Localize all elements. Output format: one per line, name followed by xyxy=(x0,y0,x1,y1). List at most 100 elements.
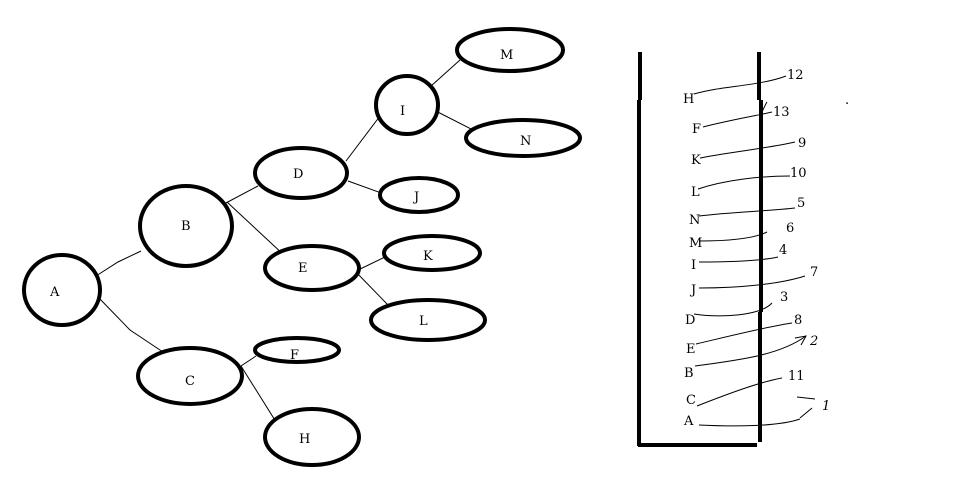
entry-label: L xyxy=(691,185,700,200)
entry-connector xyxy=(694,335,807,367)
node-ellipse xyxy=(253,336,341,364)
stray-dot: . xyxy=(845,93,849,108)
entry-label: N xyxy=(689,213,700,228)
node-ellipse xyxy=(464,118,582,158)
stack-entry-h: H 12 xyxy=(683,68,804,107)
tree-node-k: K xyxy=(382,234,482,272)
entry-number: 12 xyxy=(787,68,804,83)
tree-node-c: C xyxy=(136,346,244,406)
node-label: A xyxy=(49,285,60,300)
entry-label: I xyxy=(691,258,696,273)
tree-node-m: M xyxy=(455,27,565,73)
node-ellipse xyxy=(455,27,565,73)
node-label: E xyxy=(298,261,308,276)
tree-edge-a-c xyxy=(97,296,164,353)
entry-label: H xyxy=(683,92,694,107)
entry-number: 10 xyxy=(790,166,807,181)
tree-node-n: N xyxy=(464,118,582,158)
tree-node-i: I xyxy=(374,74,440,136)
stack-entry-b: B2 xyxy=(684,334,818,381)
entry-connector xyxy=(698,275,806,289)
entry-number: 6 xyxy=(786,221,794,236)
entry-connector xyxy=(702,111,773,128)
entry-connector xyxy=(693,302,773,317)
stack-entry-l: L 10 xyxy=(691,166,807,200)
entry-number: 1 xyxy=(822,399,830,414)
entry-label: K xyxy=(691,153,701,168)
stack-entry-j: J7 xyxy=(689,265,818,298)
arrow-icon xyxy=(796,396,816,419)
stack-entry-n: N5 xyxy=(689,196,805,228)
entry-connector xyxy=(696,377,783,407)
node-ellipse xyxy=(263,407,361,467)
entry-number: 4 xyxy=(779,243,787,258)
stack-entry-e: E8 xyxy=(686,313,802,357)
entry-connector xyxy=(698,231,768,242)
entry-label: E xyxy=(686,342,696,357)
tree-edge-a-b xyxy=(95,250,142,277)
entry-number: 5 xyxy=(797,196,805,211)
node-ellipse xyxy=(138,184,234,268)
node-label: K xyxy=(423,249,433,264)
entry-connector xyxy=(698,418,801,427)
tree-node-f: F xyxy=(253,336,341,364)
node-ellipse xyxy=(22,253,102,327)
tree-edge-d-i xyxy=(345,115,381,162)
node-label: L xyxy=(419,314,428,329)
node-label: I xyxy=(400,104,405,119)
entry-number: 7 xyxy=(810,265,818,280)
tree-node-e: E xyxy=(263,244,361,292)
node-label: N xyxy=(520,134,531,149)
entry-label: A xyxy=(683,414,694,429)
stack-right-wall xyxy=(757,52,763,442)
entry-label: C xyxy=(686,393,696,408)
arrow-icon xyxy=(794,335,807,346)
stack-left-wall xyxy=(637,52,642,446)
entry-label: F xyxy=(692,122,701,137)
stack-entry-d: D3 xyxy=(685,290,788,328)
entry-connector xyxy=(695,322,793,345)
node-ellipse xyxy=(369,298,487,342)
entry-label: J xyxy=(689,283,696,298)
node-label: H xyxy=(299,432,310,447)
node-ellipse xyxy=(374,74,440,136)
node-label: J xyxy=(412,190,419,205)
tree-edge-d-j xyxy=(347,180,385,195)
stack-entry-f: F 13 xyxy=(692,105,790,137)
node-label: C xyxy=(185,374,195,389)
tree-node-h: H xyxy=(263,407,361,467)
node-ellipse xyxy=(263,244,361,292)
stack-entry-c: C 11 xyxy=(686,369,805,408)
tree-nodes: A B C D E F H I J K L M N xyxy=(22,27,582,467)
entry-connector xyxy=(699,141,796,159)
tree-edge-c-f xyxy=(240,355,257,367)
stack-entry-m: M6 xyxy=(689,221,794,251)
entry-connector xyxy=(697,175,791,190)
tree-edge-e-l xyxy=(353,269,389,306)
arrow-icon xyxy=(761,101,768,113)
tree-node-l: L xyxy=(369,298,487,342)
stack-entry-k: K9 xyxy=(691,136,806,168)
node-label: M xyxy=(500,48,513,63)
stack-entry-a: A1 xyxy=(683,396,830,429)
entry-label: B xyxy=(684,366,694,381)
node-ellipse xyxy=(378,176,460,214)
tree-node-b: B xyxy=(138,184,234,268)
entry-number: 9 xyxy=(798,136,806,151)
node-label: B xyxy=(181,219,191,234)
stack-entry-i: I4 xyxy=(691,243,787,273)
entry-number: 11 xyxy=(788,369,805,384)
entry-number: 3 xyxy=(780,290,788,305)
entry-number: 13 xyxy=(773,105,790,120)
entry-label: D xyxy=(685,313,695,328)
node-label: D xyxy=(293,167,303,182)
node-ellipse xyxy=(382,234,482,272)
tree-node-j: J xyxy=(378,176,460,214)
node-ellipse xyxy=(253,146,349,200)
node-ellipse xyxy=(136,346,244,406)
entry-connector xyxy=(698,207,796,217)
node-label: F xyxy=(290,348,299,363)
tree-edge-b-d xyxy=(223,185,259,205)
